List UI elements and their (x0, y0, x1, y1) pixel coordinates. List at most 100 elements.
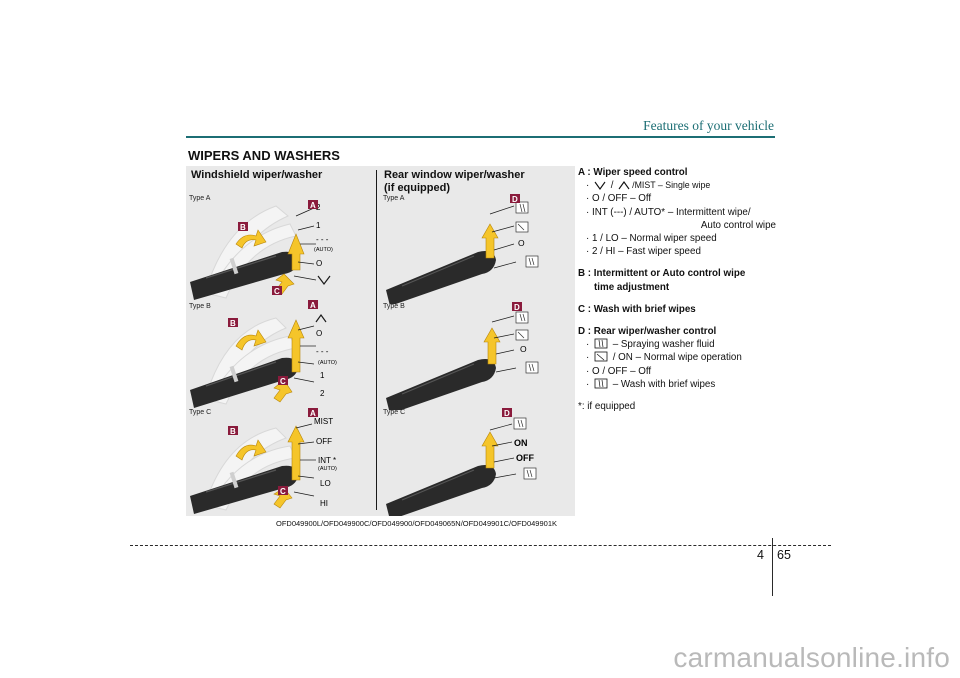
legend-a-head: A : Wiper speed control (578, 167, 688, 178)
legend-a-mist-text: /MIST – Single wipe (632, 180, 711, 191)
legend-d-on-text: / ON – Normal wipe operation (612, 352, 742, 364)
pos-o: O (316, 329, 322, 338)
chapter-number: 4 (757, 548, 764, 562)
rear-wash-icon (525, 255, 539, 268)
legend-d-wash-text: – Wash with brief wipes (612, 378, 716, 390)
section-title: WIPERS AND WASHERS (188, 148, 340, 163)
rear-stalk-type-c: ON OFF D (386, 408, 537, 516)
legend-d-spray-text: – Spraying washer fluid (612, 339, 715, 351)
pos-on: ON (514, 438, 528, 448)
windshield-stalk-type-c: MIST OFF INT * (AUTO) LO HI A B C (190, 408, 337, 514)
pos-1: 1 (320, 371, 325, 380)
legend-d-head: D : Rear wiper/washer control (578, 326, 717, 338)
footer-vertical-rule (772, 538, 773, 596)
rear-wash-icon (594, 378, 608, 389)
header-rule (186, 136, 775, 138)
callout-a: A (310, 409, 316, 418)
callout-b: B (230, 427, 236, 436)
washer-spray-icon (515, 311, 529, 324)
rear-wash-icon (523, 467, 537, 480)
pos-auto: (AUTO) (318, 360, 337, 366)
legend-b-head-line1: B : Intermittent or Auto control wipe (578, 268, 746, 280)
pos-mist: MIST (314, 417, 333, 426)
int-label: INT (318, 456, 331, 465)
pos-lo: LO (320, 479, 331, 488)
wiper-figure: Windshield wiper/washer Rear window wipe… (186, 166, 575, 516)
callout-c: C (280, 377, 286, 386)
callout-d: D (504, 409, 510, 418)
page-number: 65 (777, 548, 791, 562)
stalk-body (386, 251, 496, 304)
watermark: carmanualsonline.info (673, 642, 950, 673)
stalk-body (190, 465, 298, 514)
windshield-type-b-label: Type B (189, 303, 211, 310)
yellow-arrow-a (287, 233, 305, 271)
page-header-title: Features of your vehicle (643, 118, 774, 133)
wiper-icon (594, 352, 608, 362)
legend-a-lo: · 1 / LO – Normal wiper speed (586, 233, 717, 245)
windshield-stalk-type-a: 2 1 - - - (AUTO) O A B C (190, 200, 333, 300)
windshield-heading: Windshield wiper/washer (191, 169, 323, 181)
legend-a-off: · O / OFF – Off (586, 193, 652, 205)
pos-int: INT * (318, 456, 336, 465)
wiper-up-chevron-icon (315, 313, 327, 323)
pos-off: OFF (516, 453, 534, 463)
figure-caption: OFD049900L/OFD049900C/OFD049900/OFD04906… (276, 519, 557, 528)
wiper-down-chevron-icon (594, 181, 606, 191)
yellow-arrow-d (483, 327, 501, 365)
rear-stalk-type-b: O D (386, 302, 539, 410)
rear-type-b-label: Type B (383, 303, 405, 310)
pos-o: O (518, 238, 525, 248)
legend-c-head: C : Wash with brief wipes (578, 303, 696, 315)
legend-d-wash: · – Wash with brief wipes (586, 378, 716, 390)
windshield-type-a-label: Type A (189, 195, 211, 202)
wiper-icon (515, 221, 529, 233)
stalk-body (190, 357, 298, 408)
windshield-type-c-label: Type C (189, 409, 212, 416)
stalk-body (190, 251, 298, 300)
yellow-arrow-b (235, 329, 267, 351)
yellow-arrow-c (273, 379, 293, 403)
washer-spray-icon (515, 201, 529, 214)
legend-a-mist: · / /MIST – Single wipe (586, 180, 711, 192)
callout-a: A (310, 201, 316, 210)
washer-spray-icon (513, 417, 527, 430)
rear-heading-line2: (if equipped) (384, 182, 450, 194)
pos-auto: (AUTO) (318, 466, 337, 472)
yellow-arrow-b (235, 229, 267, 249)
legend-d-off: · O / OFF – Off (586, 365, 652, 377)
asterisk: * (333, 456, 336, 465)
callout-c: C (274, 287, 280, 296)
wiper-down-chevron-icon (317, 275, 331, 285)
rear-type-a-label: Type A (383, 195, 405, 202)
yellow-arrow-a (287, 425, 305, 481)
pos-1: 1 (316, 221, 321, 230)
legend-footnote: *: if equipped (578, 401, 636, 413)
stalk-body (386, 359, 496, 410)
rear-type-c-label: Type C (383, 409, 406, 416)
rear-stalk-type-a: O D (386, 194, 539, 304)
legend-a-int-cont: Auto control wipe (700, 219, 776, 231)
callout-d: D (514, 303, 520, 312)
pos-hi: HI (320, 499, 328, 508)
pos-2: 2 (316, 203, 321, 212)
rear-wash-icon (525, 361, 539, 374)
yellow-arrow-b (235, 439, 267, 461)
callout-c: C (280, 487, 286, 496)
wiper-up-chevron-icon (618, 181, 630, 190)
yellow-arrow-a (287, 319, 305, 373)
legend-a-hi: · 2 / HI – Fast wiper speed (586, 246, 701, 258)
yellow-arrow-d (481, 223, 499, 259)
rear-heading: Rear window wiper/washer (if equipped) (384, 169, 525, 195)
callout-d: D (512, 195, 518, 204)
legend-d-on: · / ON – Normal wipe operation (586, 352, 742, 364)
yellow-arrow-d (481, 431, 499, 469)
pos-2: 2 (320, 389, 325, 398)
callout-a: A (310, 301, 316, 310)
windshield-stalk-type-b: O - - - (AUTO) 1 2 A B C (190, 300, 337, 408)
pos-int: - - - (316, 235, 329, 244)
pos-auto: (AUTO) (314, 247, 333, 253)
legend-a-int: · INT (---) / AUTO* – Intermittent wipe/ (586, 206, 751, 218)
wiper-icon (515, 329, 529, 341)
figure-divider (376, 170, 377, 510)
